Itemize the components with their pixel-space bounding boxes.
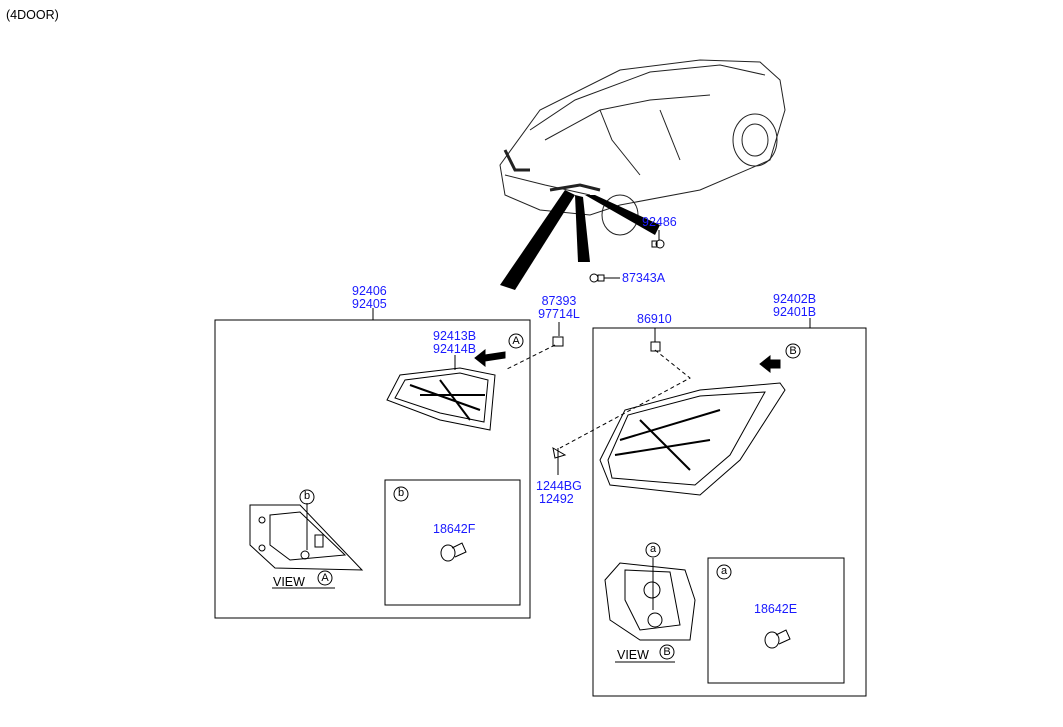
part-87343A[interactable]: 87343A xyxy=(622,271,666,285)
part-92414B[interactable]: 92414B xyxy=(433,342,477,356)
view-b-drawing xyxy=(604,558,696,641)
fasteners xyxy=(552,230,665,475)
callout-A: A xyxy=(512,335,520,347)
variant-label: (4DOOR) xyxy=(6,8,59,22)
part-92401B[interactable]: 92401B xyxy=(773,305,817,319)
part-92486[interactable]: 92486 xyxy=(642,215,677,229)
pointer-arrows xyxy=(500,190,660,290)
part-92413B[interactable]: 92413B xyxy=(433,329,477,343)
part-18642E[interactable]: 18642E xyxy=(754,602,798,616)
right-assembly-box xyxy=(592,327,867,697)
bulb-b-box xyxy=(384,479,521,606)
part-12492[interactable]: 12492 xyxy=(539,492,574,506)
bulb-18642F xyxy=(440,542,467,562)
part-97714L[interactable]: 97714L xyxy=(538,307,580,321)
view-a-callout: A xyxy=(321,572,329,584)
callout-B: B xyxy=(789,345,797,357)
right-outer-lamp xyxy=(599,382,786,496)
bulb-a-box xyxy=(707,557,845,684)
part-92405[interactable]: 92405 xyxy=(352,297,387,311)
view-a-drawing xyxy=(249,503,364,571)
view-a-label: VIEW xyxy=(273,575,305,589)
part-18642F[interactable]: 18642F xyxy=(433,522,476,536)
part-92406[interactable]: 92406 xyxy=(352,284,387,298)
callout-b-box: b xyxy=(397,487,405,499)
view-b-callout: B xyxy=(663,646,671,658)
left-inner-lamp xyxy=(386,367,496,431)
part-87393[interactable]: 87393 xyxy=(541,294,577,308)
car-illustration xyxy=(499,59,786,236)
bulb-18642E xyxy=(764,629,791,649)
view-b-label: VIEW xyxy=(617,648,649,662)
part-86910[interactable]: 86910 xyxy=(637,312,672,326)
callout-a-box: a xyxy=(720,565,728,577)
callout-b-view: b xyxy=(303,490,311,502)
part-92402B[interactable]: 92402B xyxy=(773,292,817,306)
callout-a-view: a xyxy=(649,543,657,555)
part-1244BG[interactable]: 1244BG xyxy=(536,479,582,493)
